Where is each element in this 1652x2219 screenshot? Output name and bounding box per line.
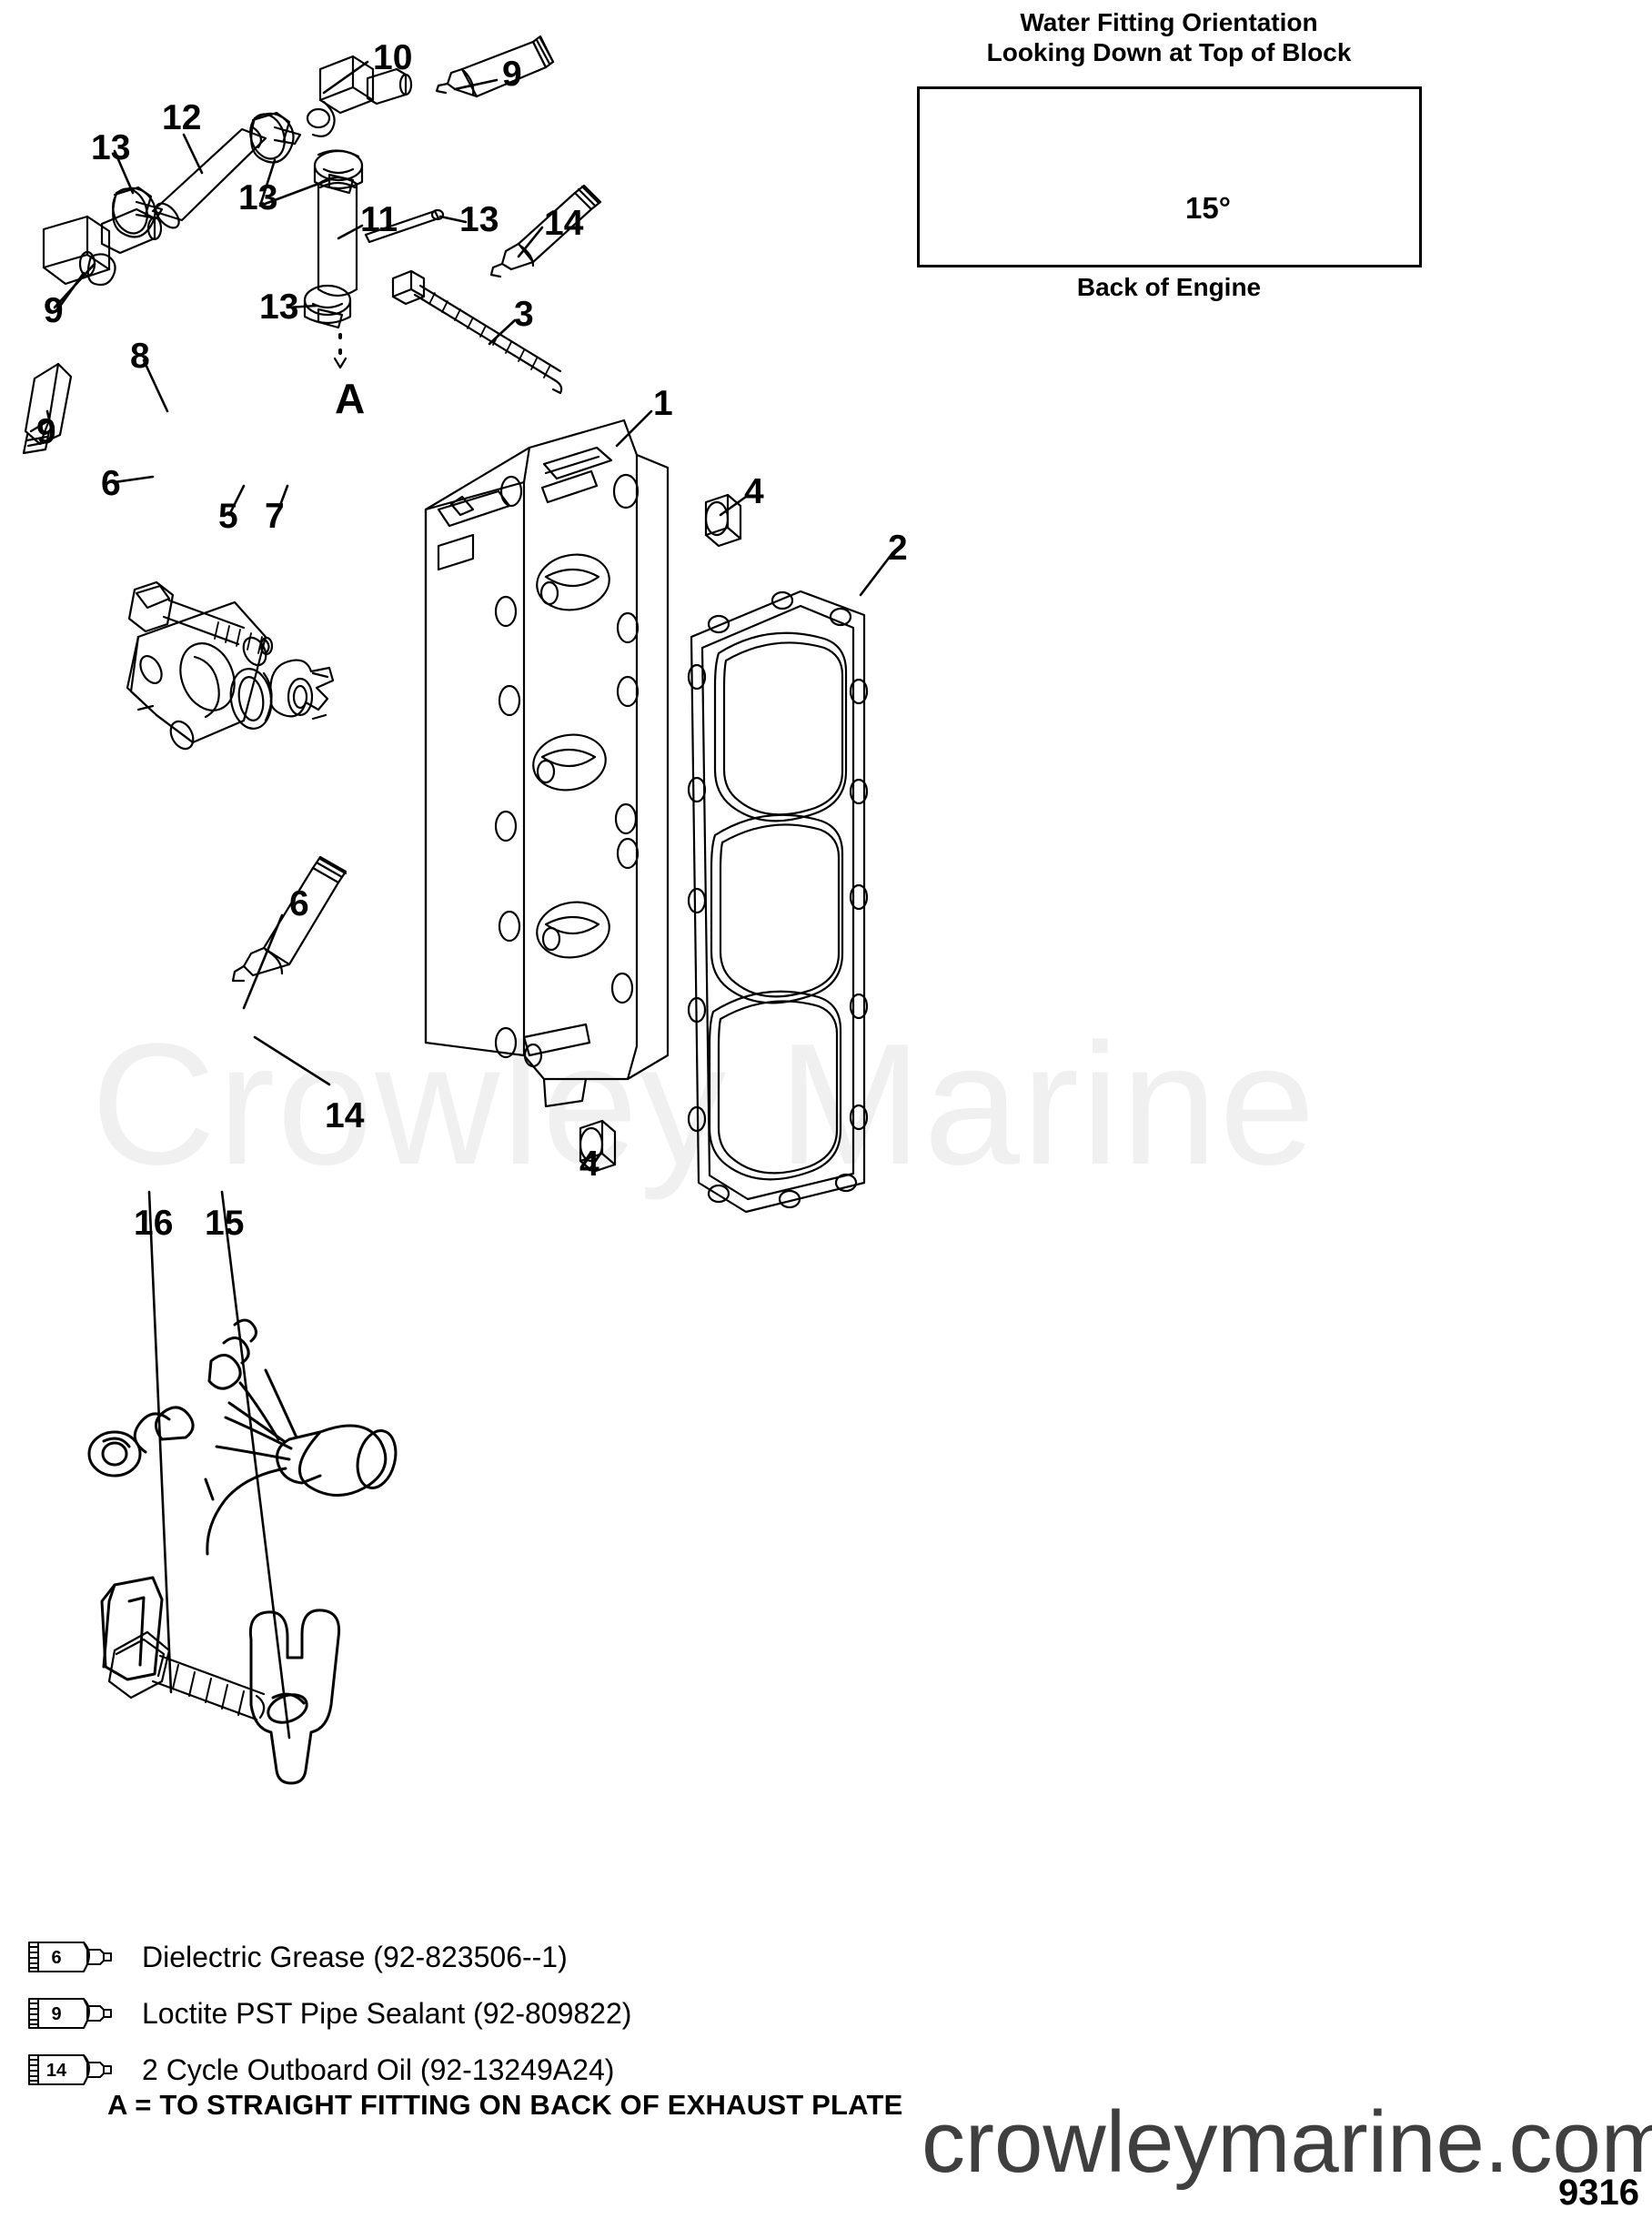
legend-item-text: 2 Cycle Outboard Oil (92-13249A24) [142, 2053, 615, 2086]
hose-clamp-mid [249, 111, 302, 164]
dowel-pin-upper [704, 493, 742, 548]
section-marker-a: A [335, 375, 366, 422]
callout-number-14: 14 [325, 1096, 365, 1135]
callout-number-5: 5 [218, 497, 238, 536]
thermostat-cover-6 [126, 600, 267, 751]
callout-number-7: 7 [265, 497, 285, 536]
inset-title-line1: Water Fitting Orientation [1020, 8, 1318, 36]
section-a-arrow [333, 357, 348, 369]
callout-number-9: 9 [44, 291, 64, 330]
svg-text:14: 14 [46, 2061, 67, 2081]
ground-terminal-15 [248, 1609, 341, 1785]
callout-number-4: 4 [744, 472, 764, 511]
svg-text:6: 6 [51, 1948, 61, 1968]
inset-title: Water Fitting Orientation Looking Down a… [919, 7, 1419, 67]
callout-number-13: 13 [459, 200, 499, 239]
legend-row: 9 Loctite PST Pipe Sealant (92-809822) [25, 1985, 1026, 2042]
tube-icon: 6 [25, 1937, 116, 1977]
callout-number-9: 9 [502, 55, 522, 94]
callout-number-10: 10 [373, 38, 413, 77]
inset-title-line2: Looking Down at Top of Block [986, 38, 1352, 67]
water-hose-long [151, 126, 267, 229]
legend-row: 14 2 Cycle Outboard Oil (92-13249A24) [25, 2042, 1026, 2098]
legend-row: 6 Dielectric Grease (92-823506--1) [25, 1929, 1026, 1985]
callout-number-2: 2 [888, 529, 908, 568]
legend-note: A = TO STRAIGHT FITTING ON BACK OF EXHAU… [107, 2089, 903, 2121]
oil-tube-14-top [489, 184, 602, 278]
callout-number-14: 14 [544, 204, 584, 243]
callout-number-1: 1 [653, 384, 673, 423]
callout-number-6: 6 [101, 464, 121, 503]
callout-number-13: 13 [91, 128, 131, 167]
svg-text:9: 9 [51, 2004, 61, 2024]
elbow-fitting-upper [42, 207, 163, 287]
callout-number-3: 3 [514, 295, 534, 334]
cylinder-head-gasket-2 [687, 590, 869, 1214]
wiring-harness [87, 1318, 398, 1681]
legend-item-text: Loctite PST Pipe Sealant (92-809822) [142, 1996, 632, 2030]
angle-label: 15° [1185, 191, 1231, 225]
callout-number-8: 8 [130, 337, 150, 376]
inset-frame [917, 86, 1422, 267]
crowley-marine-watermark: Crowley Marine [91, 1008, 1317, 1201]
elbow-fitting-lower [22, 362, 73, 455]
inset-caption: Back of Engine [1076, 273, 1262, 301]
ground-screw-16 [107, 1630, 266, 1721]
callout-number-15: 15 [205, 1204, 245, 1243]
long-head-bolt [391, 269, 563, 395]
water-hose-short [317, 176, 358, 298]
callout-number-16: 16 [134, 1204, 174, 1243]
callout-number-4: 4 [579, 1145, 599, 1184]
crowleymarine-url-watermark: crowleymarine.com [922, 2093, 1652, 2191]
tube-icon: 14 [25, 2050, 116, 2090]
callout-number-12: 12 [162, 98, 202, 137]
callout-leaders [45, 60, 891, 1740]
callout-number-9: 9 [36, 412, 56, 451]
cylinder-head-1 [424, 419, 670, 1108]
legend-list: 6 Dielectric Grease (92-823506--1) 9 Loctit… [25, 1929, 1026, 2098]
tee-fitting [306, 55, 413, 137]
callout-number-13: 13 [259, 287, 299, 327]
page-number: 9316 [1558, 2173, 1639, 2213]
cover-bolt-8 [127, 580, 274, 656]
thermostat-7 [269, 659, 335, 721]
legend-item-text: Dielectric Grease (92-823506--1) [142, 1940, 568, 1973]
small-pin [364, 208, 445, 244]
callout-number-6: 6 [289, 884, 309, 923]
sealant-tube-9-top [435, 35, 555, 98]
dowel-pin-lower [579, 1119, 617, 1174]
callout-number-13: 13 [238, 178, 278, 217]
callout-number-11: 11 [360, 200, 398, 239]
tube-icon: 9 [25, 1993, 116, 2033]
